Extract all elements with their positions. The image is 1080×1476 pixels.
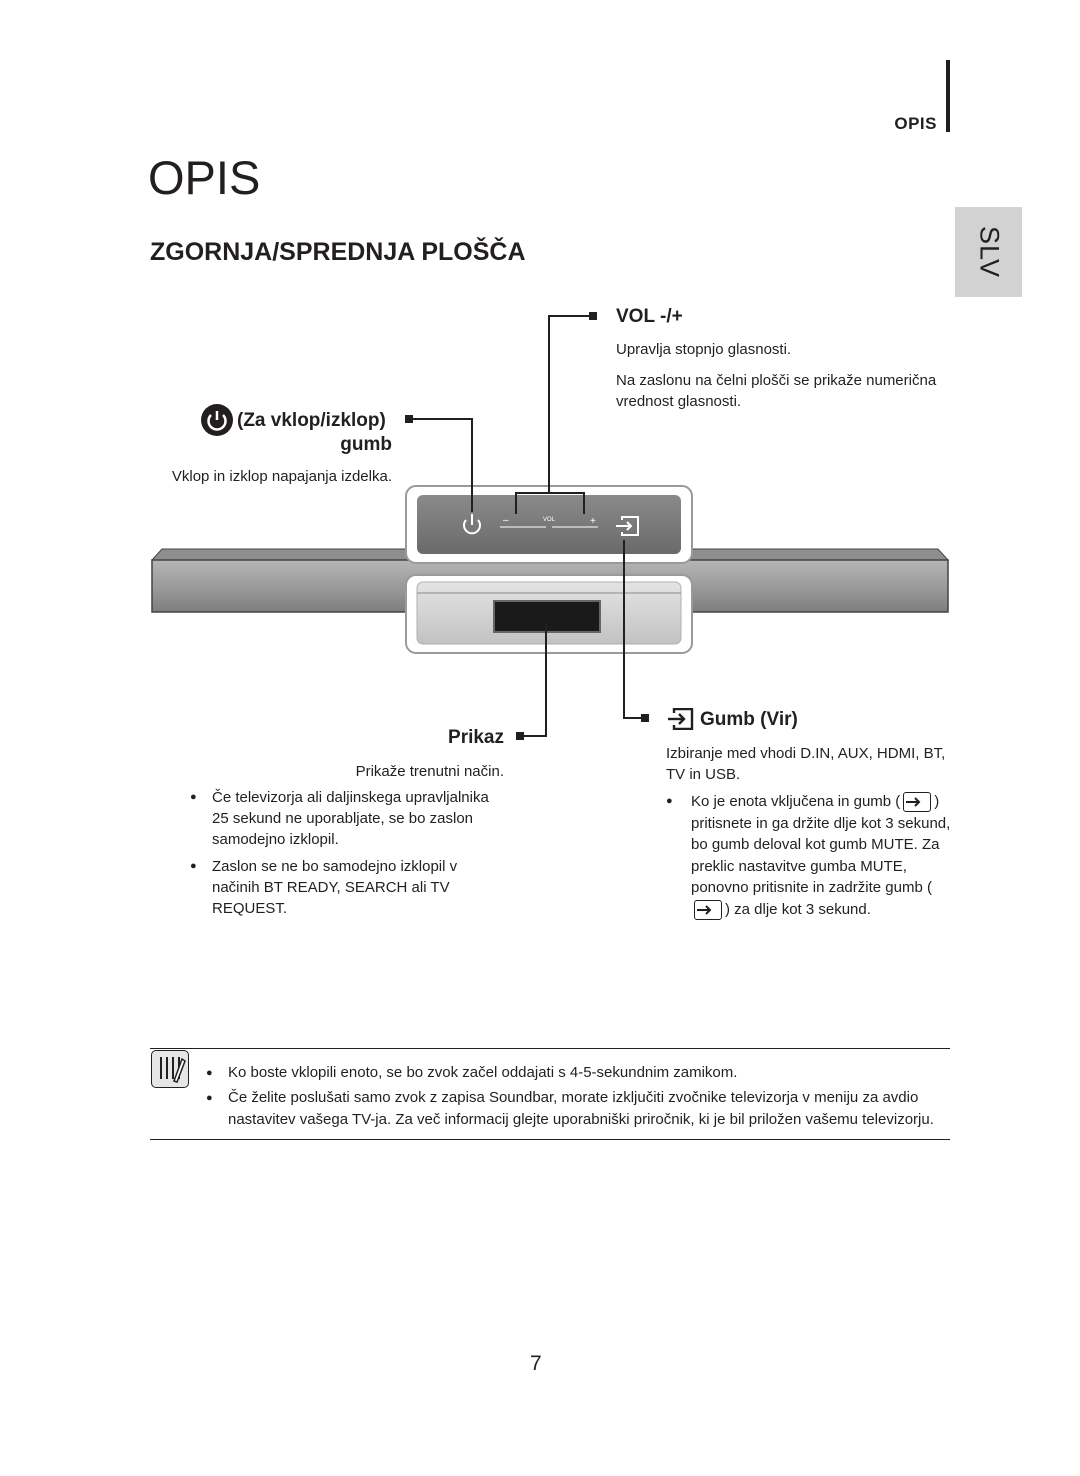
power-leader	[410, 418, 473, 512]
vol-description-1: Upravlja stopnjo glasnosti.	[616, 341, 792, 358]
running-header: OPIS	[894, 114, 937, 133]
source-icon	[668, 707, 694, 735]
section-title: ZGORNJA/SPREDNJA PLOŠČA	[150, 238, 526, 266]
display-description: Prikaže trenutni način.	[355, 763, 504, 780]
source-bullet: ● Ko je enota vključena in gumb () priti…	[666, 791, 956, 920]
soundbar-diagram: – VOL +	[150, 312, 950, 740]
display-bullet-2: Zaslon se ne bo samodejno izklopil v nač…	[190, 856, 490, 919]
power-label-line2: gumb	[340, 434, 392, 455]
panel-vol-plus: +	[590, 516, 596, 527]
source-bullet-text-1: Ko je enota vključena in gumb (	[691, 793, 901, 810]
vol-leader	[515, 315, 590, 514]
power-marker	[405, 415, 413, 423]
page-number: 7	[530, 1352, 542, 1375]
display-bullets: Če televizorja ali daljinskega upravljal…	[190, 787, 490, 925]
power-icon	[200, 403, 234, 442]
source-bullet-text-3: ) za dlje kot 3 sekund.	[725, 900, 871, 918]
panel-power-icon	[463, 514, 481, 535]
display-leader	[522, 624, 547, 737]
source-bullet-text-2: ) pritisnete in ga držite dlje kot 3 sek…	[691, 793, 951, 896]
page-title: OPIS	[148, 151, 261, 204]
display-label: Prikaz	[448, 727, 504, 748]
power-label-line1: (Za vklop/izklop)	[237, 410, 386, 431]
source-inline-icon	[903, 792, 932, 813]
header-rule	[946, 60, 950, 132]
note-icon	[151, 1050, 189, 1088]
source-marker	[641, 714, 649, 722]
source-description: Izbiranje med vhodi D.IN, AUX, HDMI, BT,…	[666, 745, 946, 783]
language-tab: SLV	[955, 207, 1022, 297]
vol-marker	[589, 312, 597, 320]
power-description: Vklop in izklop napajanja izdelka.	[171, 468, 392, 485]
note-item-2: Če želite poslušati samo zvok z zapisa S…	[206, 1087, 946, 1131]
source-leader	[623, 540, 645, 719]
front-display-callout	[405, 574, 693, 654]
notes-list: Ko boste vklopili enoto, se bo zvok zače…	[206, 1062, 946, 1137]
top-panel-callout	[405, 485, 693, 564]
vol-description-2: Na zaslonu na čelni plošči se prikaže nu…	[616, 372, 937, 410]
panel-vol-control: – VOL +	[500, 515, 598, 528]
display-bullet-1: Če televizorja ali daljinskega upravljal…	[190, 787, 490, 850]
notes-box	[150, 1048, 950, 1140]
panel-vol-text: VOL	[543, 517, 556, 523]
panel-source-icon	[616, 516, 639, 536]
source-inline-icon-2	[694, 899, 722, 920]
panel-vol-minus: –	[503, 515, 509, 526]
note-item-1: Ko boste vklopili enoto, se bo zvok zače…	[206, 1062, 946, 1084]
display-marker	[516, 732, 524, 740]
source-label: Gumb (Vir)	[700, 709, 798, 730]
vol-label: VOL -/+	[616, 306, 683, 327]
